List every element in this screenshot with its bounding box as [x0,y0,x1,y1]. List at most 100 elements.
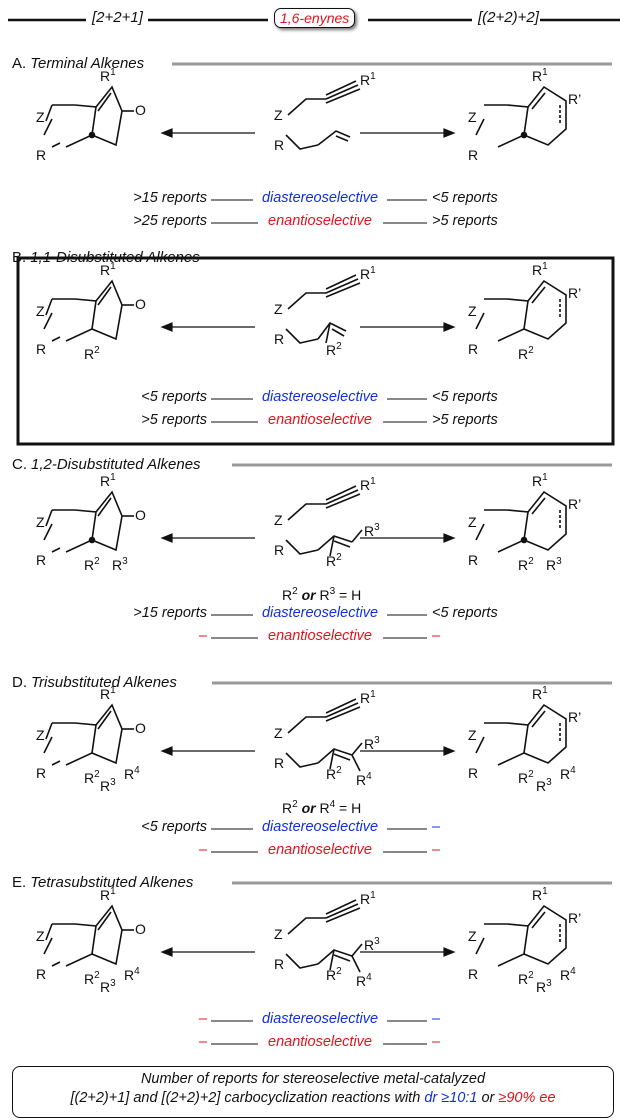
bond [531,497,546,515]
r1-label: R1 [100,886,116,903]
bond [333,753,351,761]
bond [97,497,112,517]
reaction-arrows [160,128,456,957]
bond [43,923,75,955]
bond [523,85,567,146]
r1-label: R1 [360,476,376,493]
header-center-pill: 1,6-enynes [274,8,356,28]
r3-label: R3 [364,936,380,953]
diastereoselective-label: diastereoselective [261,605,379,621]
bond [497,923,529,967]
r-prime-label: R’ [568,709,582,725]
z-label: Z [274,512,283,528]
z-label: Z [36,928,45,944]
bond [317,949,353,965]
report-right: <5 reports [432,605,498,621]
bond [351,943,363,957]
bond [287,98,326,116]
r4-label: R4 [560,966,576,983]
z-label: Z [274,725,283,741]
bond [475,298,507,330]
r-label: R [274,331,285,347]
stereocenter [88,536,96,544]
z-label: Z [468,727,477,743]
bond [317,130,351,146]
footer-dr: dr ≥10:1 [424,1090,478,1106]
footer-box: Number of reports for stereoselective me… [12,1066,614,1118]
o-label: O [135,102,146,118]
z-label: Z [36,727,45,743]
bond [475,722,507,754]
report-left: – [198,1011,207,1027]
r4-label: R4 [356,972,372,989]
r-label: R [36,552,47,568]
report-right: – [432,628,441,644]
report-left: >25 reports [133,213,207,229]
bond [333,954,351,962]
bond [43,509,75,541]
enantioselective-label: enantioselective [268,213,372,229]
r1-label: R1 [360,71,376,88]
report-right: – [432,1011,441,1027]
bond [497,509,529,553]
bond [91,85,123,147]
molecule-structures [43,80,567,973]
report-left: – [198,1034,207,1050]
r1-label: R1 [100,472,116,489]
section-d-condition: R2 or R4 = H [282,799,362,816]
bond [325,698,361,722]
bond [531,710,546,728]
z-label: Z [274,926,283,942]
bond [317,321,347,340]
r3-label: R3 [100,978,116,995]
o-label: O [135,296,146,312]
enantioselective-label: enantioselective [268,1034,372,1050]
bond [97,710,112,730]
bond [325,322,331,344]
r1-label: R1 [100,67,116,84]
report-left: >15 reports [133,605,207,621]
r3-label: R3 [100,777,116,794]
z-label: Z [274,301,283,317]
bond [523,490,567,551]
r-label: R [274,755,285,771]
diastereoselective-label: diastereoselective [261,1011,379,1027]
footer-line-2: [(2+2)+1] and [(2+2)+2] carbocyclization… [70,1090,556,1106]
bond [497,104,529,148]
enantioselective-label: enantioselective [268,842,372,858]
diastereoselective-label: diastereoselective [261,190,379,206]
section-b-box [16,256,615,446]
z-label: Z [468,303,477,319]
bond [97,911,112,931]
bond [317,748,353,764]
report-right: – [432,842,441,858]
section-b-title: B.1,1-Disubstituted Alkenes [12,249,200,266]
bond [497,722,529,766]
r1-label: R1 [100,685,116,702]
r3-label: R3 [364,522,380,539]
bond [97,286,112,306]
stereocenter [520,131,528,139]
bond [287,292,326,310]
r2-label: R2 [84,345,100,362]
bond [523,904,567,965]
report-right: <5 reports [432,190,498,206]
bond [51,298,97,342]
bond [531,286,546,304]
r2-label: R2 [326,341,342,358]
enantioselective-label: enantioselective [268,412,372,428]
r2-label: R2 [84,769,100,786]
section-e-title: E.Tetrasubstituted Alkenes [12,874,194,891]
bond [329,748,335,770]
bond [351,955,361,973]
bond [475,923,507,955]
r-label: R [36,966,47,982]
r2-label: R2 [84,970,100,987]
report-left: – [198,628,207,644]
o-label: O [135,720,146,736]
r-label: R [274,137,285,153]
section-a-title: A.Terminal Alkenes [12,55,145,72]
bond [287,917,326,935]
r3-label: R3 [536,777,552,794]
